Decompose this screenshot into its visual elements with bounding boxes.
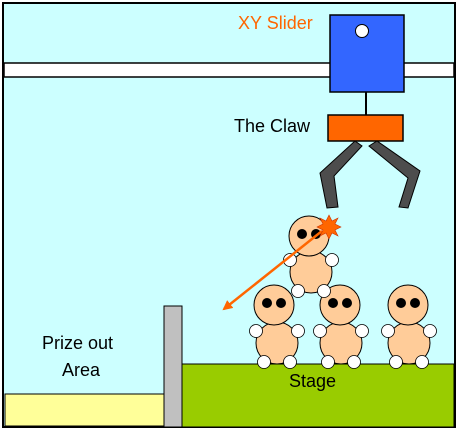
doll-paw-3-3 [415,355,429,369]
claw-finger-left [319,140,363,209]
doll-paw-3-2 [389,355,403,369]
doll-paw-3-1 [423,324,437,338]
starburst-icon [316,214,342,240]
doll-eye-left-1 [262,298,272,308]
doll-head-3 [387,284,429,326]
doll-eye-left-3 [396,298,406,308]
doll-eye-right-3 [410,298,420,308]
slider-pivot [355,24,369,38]
doll-paw-1-0 [249,324,263,338]
xy-slider-label: XY Slider [238,13,313,33]
doll-eye-right-2 [342,298,352,308]
doll-paw-2-1 [355,324,369,338]
doll-paw-2-0 [313,324,327,338]
doll-paw-1-3 [283,355,297,369]
prize-dolls [249,215,437,369]
doll-paw-4-0 [283,253,297,267]
doll-paw-4-2 [291,284,305,298]
trajectory-arrow [222,230,323,311]
doll-head-1 [253,284,295,326]
doll-paw-1-1 [291,324,305,338]
divider-wall [163,305,183,428]
doll-eye-left-4 [297,229,307,239]
doll-paw-1-2 [257,355,271,369]
doll-paw-4-1 [325,253,339,267]
doll-eye-right-1 [276,298,286,308]
claw-label: The Claw [234,116,311,136]
claw-bar [327,114,404,142]
doll-paw-2-2 [321,355,335,369]
stage-label: Stage [289,371,337,391]
doll-head-2 [319,284,361,326]
doll-eye-left-2 [328,298,338,308]
area-label: Area [62,360,101,380]
claw-finger-right [368,140,421,209]
prize-out-label: Prize out [42,333,114,353]
stage-platform [180,363,455,428]
doll-paw-4-3 [317,284,331,298]
doll-paw-3-0 [381,324,395,338]
prize-out-area [4,393,166,427]
doll-paw-2-3 [347,355,361,369]
